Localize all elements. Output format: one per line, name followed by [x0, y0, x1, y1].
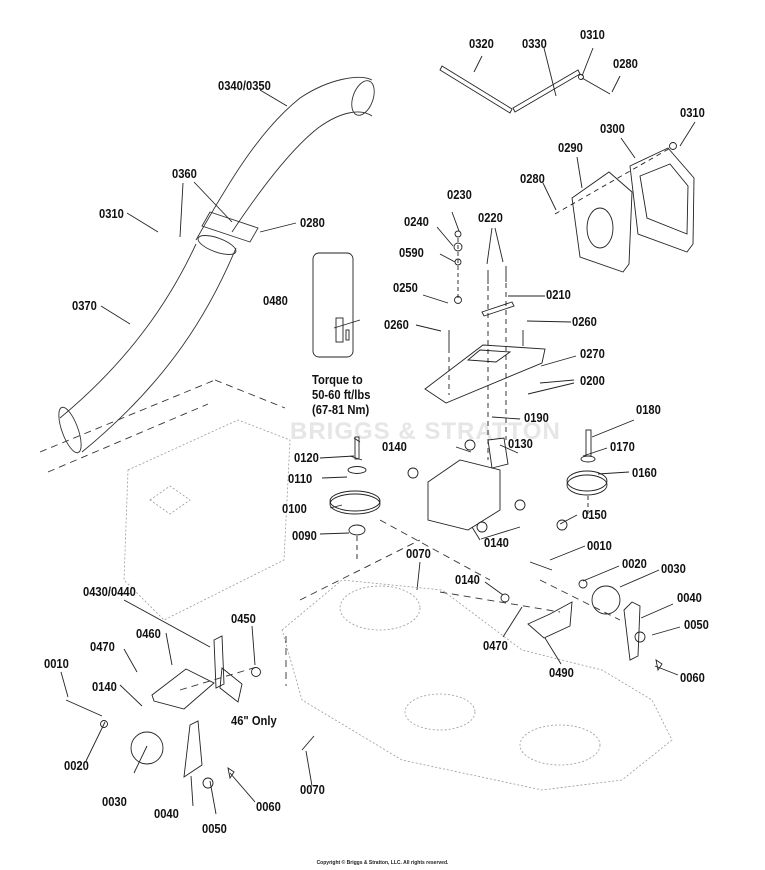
engine-and-deck-outline [123, 419, 673, 791]
callout-0260[interactable]: 0260 [384, 317, 409, 332]
callout-0250[interactable]: 0250 [393, 280, 418, 295]
discharge-chute-lower [58, 235, 237, 454]
left-gauge-wheel-assembly [65, 635, 315, 789]
callout-0310[interactable]: 0310 [99, 206, 124, 221]
size-note: 46" Only [231, 713, 277, 728]
callout-0150[interactable]: 0150 [582, 507, 607, 522]
callout-0190[interactable]: 0190 [524, 410, 549, 425]
callout-0460[interactable]: 0460 [136, 626, 161, 641]
callout-0050[interactable]: 0050 [202, 821, 227, 836]
callout-0430-0440[interactable]: 0430/0440 [83, 584, 136, 599]
callout-0590[interactable]: 0590 [399, 245, 424, 260]
callout-0140[interactable]: 0140 [382, 439, 407, 454]
deflector-panels [554, 142, 695, 273]
callout-0310[interactable]: 0310 [680, 105, 705, 120]
spindle-pulley-stack [329, 436, 381, 560]
callout-0010[interactable]: 0010 [44, 656, 69, 671]
right-gauge-wheel-assembly [500, 561, 663, 672]
callout-0280[interactable]: 0280 [300, 215, 325, 230]
callout-0280[interactable]: 0280 [613, 56, 638, 71]
callout-0140[interactable]: 0140 [455, 572, 480, 587]
callout-0010[interactable]: 0010 [587, 538, 612, 553]
callout-0270[interactable]: 0270 [580, 346, 605, 361]
callout-0030[interactable]: 0030 [661, 561, 686, 576]
callout-0320[interactable]: 0320 [469, 36, 494, 51]
callout-0070[interactable]: 0070 [406, 546, 431, 561]
leader-lines [60, 47, 696, 815]
callout-0060[interactable]: 0060 [680, 670, 705, 685]
idler-pulley-stack [556, 429, 608, 531]
callout-0310[interactable]: 0310 [580, 27, 605, 42]
callout-0110[interactable]: 0110 [288, 471, 313, 486]
callout-0230[interactable]: 0230 [447, 187, 472, 202]
callout-0100[interactable]: 0100 [282, 501, 307, 516]
callout-0220[interactable]: 0220 [478, 210, 503, 225]
callout-0040[interactable]: 0040 [154, 806, 179, 821]
idler-bracket [407, 437, 526, 533]
callout-0370[interactable]: 0370 [72, 298, 97, 313]
callout-0240[interactable]: 0240 [404, 214, 429, 229]
callout-0170[interactable]: 0170 [610, 439, 635, 454]
callout-0180[interactable]: 0180 [636, 402, 661, 417]
callout-0470[interactable]: 0470 [483, 638, 508, 653]
callout-0070[interactable]: 0070 [300, 782, 325, 797]
callout-0260[interactable]: 0260 [572, 314, 597, 329]
callout-0340-0350[interactable]: 0340/0350 [218, 78, 271, 93]
callout-0200[interactable]: 0200 [580, 373, 605, 388]
decal-plate [312, 252, 354, 358]
callout-0020[interactable]: 0020 [622, 556, 647, 571]
callout-0120[interactable]: 0120 [294, 450, 319, 465]
callout-0480[interactable]: 0480 [263, 293, 288, 308]
chute-rods [439, 65, 611, 114]
callout-0210[interactable]: 0210 [546, 287, 571, 302]
callout-0020[interactable]: 0020 [64, 758, 89, 773]
brand-watermark: BRIGGS & STRATTON [290, 418, 561, 445]
callout-0140[interactable]: 0140 [92, 679, 117, 694]
hardware-stack [448, 230, 524, 460]
torque-note: Torque to 50-60 ft/lbs (67-81 Nm) [312, 372, 371, 417]
callout-0490[interactable]: 0490 [549, 665, 574, 680]
callout-0040[interactable]: 0040 [677, 590, 702, 605]
callout-0090[interactable]: 0090 [292, 528, 317, 543]
callout-0450[interactable]: 0450 [231, 611, 256, 626]
callout-0160[interactable]: 0160 [632, 465, 657, 480]
callout-0130[interactable]: 0130 [508, 436, 533, 451]
callout-0060[interactable]: 0060 [256, 799, 281, 814]
callout-0290[interactable]: 0290 [558, 140, 583, 155]
callout-0300[interactable]: 0300 [600, 121, 625, 136]
callout-0030[interactable]: 0030 [102, 794, 127, 809]
callout-0330[interactable]: 0330 [522, 36, 547, 51]
callout-0470[interactable]: 0470 [90, 639, 115, 654]
guide-lines [39, 379, 621, 691]
callout-0140[interactable]: 0140 [484, 535, 509, 550]
callout-0360[interactable]: 0360 [172, 166, 197, 181]
mounting-plate [424, 344, 546, 404]
discharge-chute-upper [195, 77, 375, 243]
callout-0050[interactable]: 0050 [684, 617, 709, 632]
copyright-notice: Copyright © Briggs & Stratton, LLC. All … [316, 860, 449, 866]
callout-0280[interactable]: 0280 [520, 171, 545, 186]
